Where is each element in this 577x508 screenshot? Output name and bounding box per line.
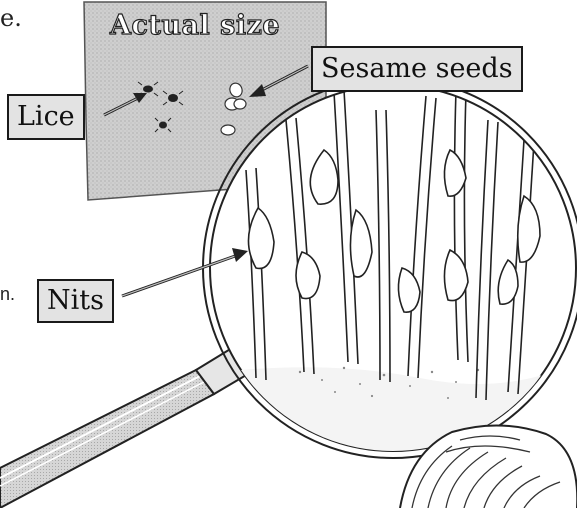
actual-size-title: Actual size bbox=[110, 12, 280, 39]
magnifier-handle bbox=[0, 348, 248, 508]
label-lice: Lice bbox=[7, 94, 85, 140]
label-nits: Nits bbox=[37, 279, 114, 323]
cropped-text-mid: n. bbox=[0, 285, 15, 303]
label-sesame-seeds: Sesame seeds bbox=[311, 46, 523, 92]
cropped-text-top: e. bbox=[0, 6, 22, 30]
